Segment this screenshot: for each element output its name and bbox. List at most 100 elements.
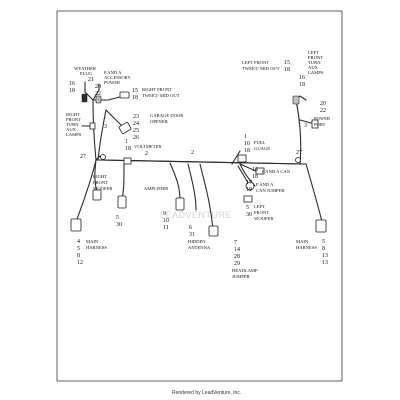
callout-right-turn-aux: RIGHT FRONT TURN AUX LAMPS 3: [66, 112, 107, 137]
svg-text:RIGHT: RIGHT: [93, 174, 107, 179]
svg-text:15: 15: [132, 88, 138, 94]
amplifier-connector: [117, 195, 127, 209]
svg-text:6: 6: [189, 225, 192, 231]
power-port-connector: [311, 119, 319, 129]
svg-text:18: 18: [132, 95, 138, 101]
svg-text:31: 31: [189, 232, 195, 238]
main-harness-left-connector: [70, 218, 82, 232]
svg-text:POWER: POWER: [314, 116, 331, 121]
svg-text:30: 30: [116, 222, 122, 228]
left-woofer-connector: [243, 195, 253, 203]
svg-text:ANTENNA: ANTENNA: [188, 245, 211, 250]
callout-fuel-guage: 1 16 18 FUEL GUAGE: [244, 134, 270, 154]
svg-text:24: 24: [133, 121, 139, 127]
callout-right-front-woofer: RIGHT FRONT WOOFER 5 30: [93, 174, 122, 228]
svg-text:POWER: POWER: [104, 80, 121, 85]
svg-text:18: 18: [252, 174, 258, 180]
svg-text:HEADLAMP: HEADLAMP: [232, 268, 258, 273]
left-tweet-connector: [292, 95, 300, 105]
svg-text:LEFT: LEFT: [254, 204, 265, 209]
svg-text:FUEL: FUEL: [254, 140, 266, 145]
svg-text:WOOFER: WOOFER: [254, 216, 274, 221]
svg-text:P AND A: P AND A: [256, 182, 274, 187]
svg-text:8: 8: [77, 253, 80, 259]
ref-2-center: 2: [191, 150, 194, 156]
svg-text:16: 16: [69, 81, 75, 87]
svg-text:10: 10: [163, 218, 169, 224]
svg-text:P AND A: P AND A: [104, 70, 122, 75]
svg-text:18: 18: [244, 148, 250, 154]
svg-text:PLUG: PLUG: [80, 71, 93, 76]
svg-text:1: 1: [244, 134, 247, 140]
svg-text:FRONT: FRONT: [308, 55, 323, 60]
can-jumper-connector: [245, 181, 255, 191]
callout-left-front-woofer: 5 30 LEFT FRONT WOOFER: [246, 204, 274, 221]
svg-text:18: 18: [69, 88, 75, 94]
right-woofer-connector: [92, 189, 102, 201]
svg-text:9: 9: [163, 211, 166, 217]
svg-text:LEFT FRONT: LEFT FRONT: [242, 60, 269, 65]
accessory-power-connector: [95, 95, 102, 104]
diagram-frame: [56, 10, 343, 382]
svg-text:22: 22: [320, 108, 326, 114]
harness-wires: [75, 81, 323, 231]
antenna-connector: [175, 197, 185, 211]
svg-text:VOLTMETER: VOLTMETER: [134, 144, 162, 149]
svg-text:15: 15: [284, 60, 290, 66]
right-tweet-connector: [119, 91, 130, 99]
svg-text:12: 12: [77, 260, 83, 266]
svg-text:13: 13: [322, 260, 328, 266]
svg-text:5: 5: [246, 205, 249, 211]
ref-27-right-connector: [295, 157, 301, 163]
callout-right-front-tweet: 15 18 RIGHT FRONT TWEET/ MID OUT: [132, 87, 180, 101]
callout-amplifier: AMPLIFIER 9 10 11: [144, 186, 169, 231]
svg-text:4: 4: [77, 239, 80, 245]
callout-weather-plug: WEATHER PLUG 16 18: [69, 66, 97, 94]
svg-text:26: 26: [133, 135, 139, 141]
headlamp-connector: [208, 225, 219, 237]
svg-text:ACCESSORY: ACCESSORY: [104, 75, 131, 80]
svg-text:20: 20: [95, 84, 101, 90]
callout-left-front-tweet: LEFT FRONT TWEET/ MID OUT 15 18: [242, 60, 290, 73]
weather-plug-connector: [81, 93, 88, 103]
svg-text:1: 1: [125, 139, 128, 145]
svg-text:LAMPS: LAMPS: [66, 132, 82, 137]
watermark: LEADVENTURE: [160, 210, 232, 220]
callout-accessory-power: P AND A ACCESSORY POWER 21 20 22: [88, 70, 131, 97]
ref-27-left-connector: [100, 154, 106, 160]
svg-text:MAIN: MAIN: [296, 239, 309, 244]
voltmeter-connector: [123, 157, 132, 165]
svg-text:WOOFER: WOOFER: [93, 186, 113, 191]
svg-text:11: 11: [163, 225, 169, 231]
svg-text:FRONT: FRONT: [254, 210, 269, 215]
svg-text:TURN: TURN: [66, 122, 79, 127]
svg-text:20: 20: [320, 101, 326, 107]
svg-text:HARNESS: HARNESS: [296, 245, 317, 250]
svg-text:16: 16: [252, 167, 258, 173]
svg-text:8: 8: [322, 246, 325, 252]
svg-text:3: 3: [104, 124, 107, 130]
right-turn-connector: [89, 122, 96, 130]
svg-text:28: 28: [234, 254, 240, 260]
main-harness-right-connector: [315, 219, 327, 233]
svg-text:LEFT: LEFT: [308, 50, 319, 55]
svg-text:3: 3: [304, 123, 307, 129]
svg-text:22: 22: [95, 91, 101, 97]
svg-text:30: 30: [246, 212, 252, 218]
svg-text:18: 18: [299, 82, 305, 88]
svg-text:GARAGE DOOR: GARAGE DOOR: [150, 113, 184, 118]
svg-text:23: 23: [133, 114, 139, 120]
svg-text:5: 5: [322, 239, 325, 245]
svg-text:HARNESS: HARNESS: [86, 245, 107, 250]
svg-text:LAMPS: LAMPS: [308, 70, 324, 75]
svg-text:JUMPER: JUMPER: [232, 274, 251, 279]
svg-text:7: 7: [234, 240, 237, 246]
svg-text:18: 18: [284, 67, 290, 73]
ref-27-left: 27: [80, 154, 86, 160]
svg-text:HIDDEN: HIDDEN: [188, 239, 206, 244]
svg-text:TWEET/ MID OUT: TWEET/ MID OUT: [242, 66, 280, 71]
ref-27-right: 27: [296, 150, 302, 156]
svg-text:2: 2: [145, 151, 148, 157]
callout-can-jumper: 17 19 P AND A CAN JUMPER: [246, 180, 285, 193]
